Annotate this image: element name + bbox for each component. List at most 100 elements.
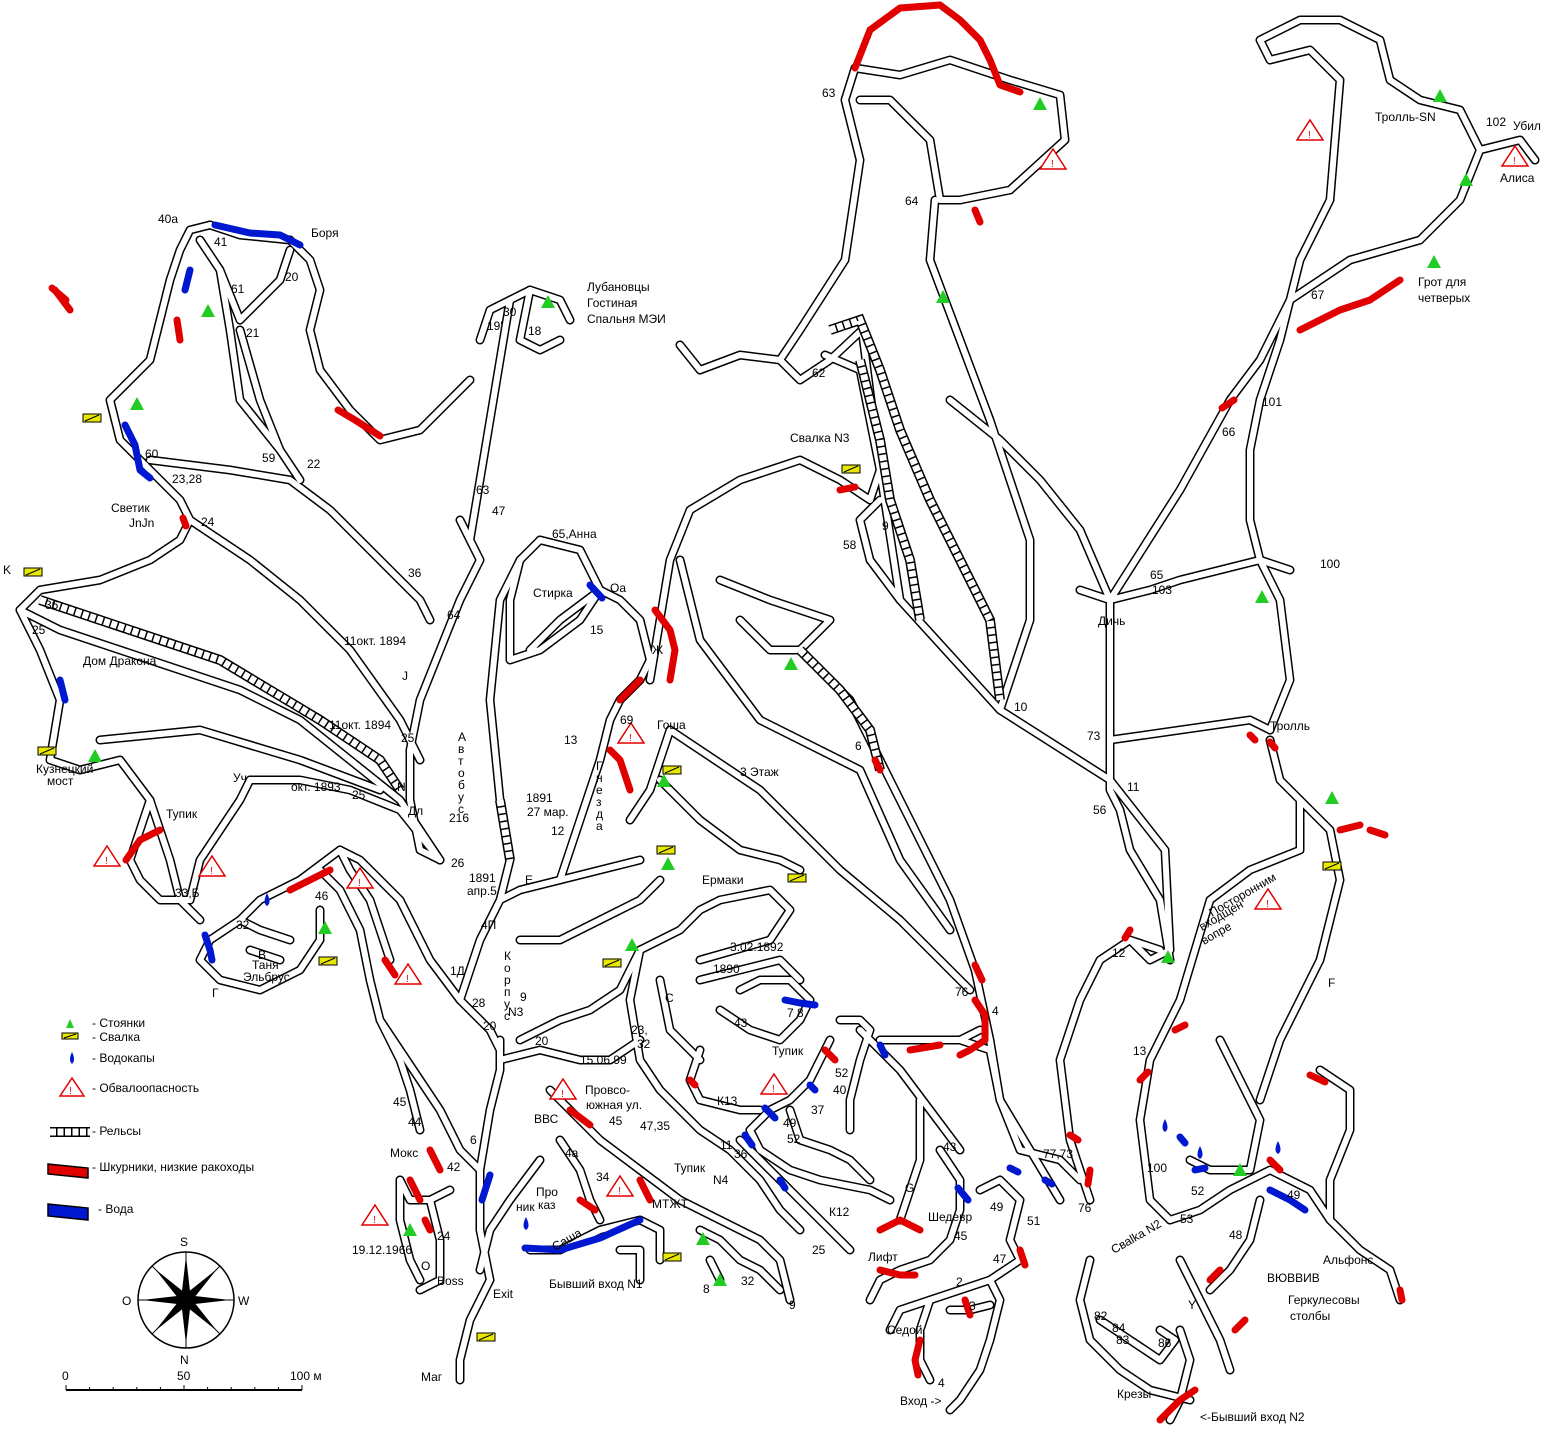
passage-floor	[737, 1137, 853, 1253]
camp-icon	[403, 1223, 417, 1236]
map-label: 3 Этаж	[740, 765, 779, 779]
passage-floor	[637, 897, 723, 953]
map-label: 101	[1262, 395, 1282, 409]
collapse-icon-mark: !	[105, 856, 108, 867]
map-label: Вход ->	[900, 1394, 941, 1408]
water-section	[761, 1104, 779, 1122]
map-label: 47,35	[640, 1119, 670, 1133]
water-section	[1191, 1164, 1209, 1174]
map-label: 83	[1116, 1333, 1130, 1347]
passage-floor	[107, 222, 213, 523]
drip-icon	[1162, 1119, 1168, 1132]
passage-floor	[677, 342, 783, 373]
passage-floor	[717, 977, 813, 1043]
camp-icon	[1161, 950, 1175, 963]
map-label: 45	[393, 1095, 407, 1109]
passage-floor	[647, 352, 883, 683]
collapse-icon	[92, 844, 122, 867]
camp-icon	[1233, 1163, 1247, 1176]
camp-icon	[130, 397, 144, 410]
scale-bar: 0 50 100 м	[62, 1369, 322, 1391]
map-label: ВЮВВИВ	[1267, 1271, 1320, 1285]
crawl-section	[636, 1176, 654, 1204]
passage-floor	[17, 517, 193, 613]
dump-icon-stroke	[320, 957, 336, 965]
map-label: Грот для	[1418, 275, 1466, 289]
map-label: 47	[492, 504, 506, 518]
map-label: 82	[1094, 1309, 1108, 1323]
collapse-icon-mark: !	[1266, 899, 1269, 910]
passage-floor	[947, 1277, 1003, 1413]
crawl-section	[1016, 1246, 1029, 1269]
vertical-label-char: А	[458, 730, 466, 744]
map-label: 64	[905, 194, 919, 208]
map-label: Уч	[233, 771, 247, 785]
map-label: Дом Дракона	[83, 654, 157, 668]
passage-outline	[850, 55, 1070, 205]
map-label: Свалка N3	[790, 431, 850, 445]
water-section	[521, 1216, 644, 1254]
map-label: 25	[401, 731, 415, 745]
vertical-label-char: а	[596, 819, 603, 833]
crawl-section	[426, 1146, 444, 1174]
map-label: Тупик	[166, 807, 198, 821]
crawl-section	[566, 1106, 594, 1129]
crawl-section	[421, 1216, 434, 1234]
crawl-section	[1206, 1266, 1224, 1284]
passage-floor	[97, 727, 383, 793]
map-label: Тупик	[772, 1044, 804, 1058]
map-label: В	[258, 948, 266, 962]
camp-icon	[201, 304, 215, 317]
passage-floor	[187, 777, 253, 903]
map-label: Боря	[311, 226, 339, 240]
collapse-icon-mark: !	[358, 878, 361, 889]
map-label: JnJn	[129, 516, 154, 530]
passage-floor	[697, 887, 793, 963]
collapse-icon	[1253, 887, 1283, 910]
passage-floor	[852, 57, 1068, 203]
map-label: Бывший вход N1	[549, 1277, 643, 1291]
vertical-label-char: т	[458, 754, 464, 768]
scale-label-100: 100 м	[290, 1369, 322, 1383]
map-label: МТЖТ	[652, 1197, 689, 1211]
water-section	[806, 1081, 819, 1094]
map-label: Boss	[437, 1274, 464, 1288]
passage-floor	[717, 577, 833, 653]
map-label: окт. 1893	[291, 780, 341, 794]
camp-icon	[1433, 89, 1447, 102]
map-label: Тролль-SN	[1375, 110, 1436, 124]
map-label: 11	[720, 1138, 733, 1152]
map-label: Гостиная	[587, 296, 637, 310]
water-section	[1006, 1164, 1022, 1176]
camp-icon	[625, 938, 639, 951]
map-label: 4П	[481, 918, 496, 932]
passage-floor	[337, 847, 503, 1053]
map-label: 23,28	[172, 472, 202, 486]
map-label: 62	[812, 366, 826, 380]
dump-icon-stroke	[25, 568, 41, 576]
passage-floor	[147, 457, 433, 623]
legend-collapse-icon: !	[58, 1076, 86, 1097]
dump-icon-stroke	[39, 747, 55, 755]
crawl-section	[1231, 1316, 1249, 1334]
map-label: 11окт. 1894	[344, 634, 406, 648]
map-label: Дл	[408, 804, 423, 818]
crawl-section	[1218, 396, 1238, 412]
map-label: 33,Б	[175, 886, 200, 900]
map-label: 36	[734, 1147, 748, 1161]
crawl-section	[971, 961, 986, 984]
map-label: 34	[596, 1170, 610, 1184]
map-label: 63	[822, 86, 836, 100]
dump-icon-stroke	[84, 414, 100, 422]
map-label: Лубановцы	[587, 280, 650, 294]
map-label: 64	[447, 608, 461, 622]
map-label: 100	[1147, 1161, 1167, 1175]
map-label: 20	[535, 1034, 549, 1048]
passage-floor	[557, 657, 653, 883]
legend-drips-label: - Водокапы	[92, 1051, 155, 1065]
map-label: 19.12.1966	[352, 1243, 412, 1257]
map-label: 40а	[158, 212, 178, 226]
collapse-icon-mark: !	[618, 1186, 621, 1197]
crawl-section	[173, 316, 184, 344]
